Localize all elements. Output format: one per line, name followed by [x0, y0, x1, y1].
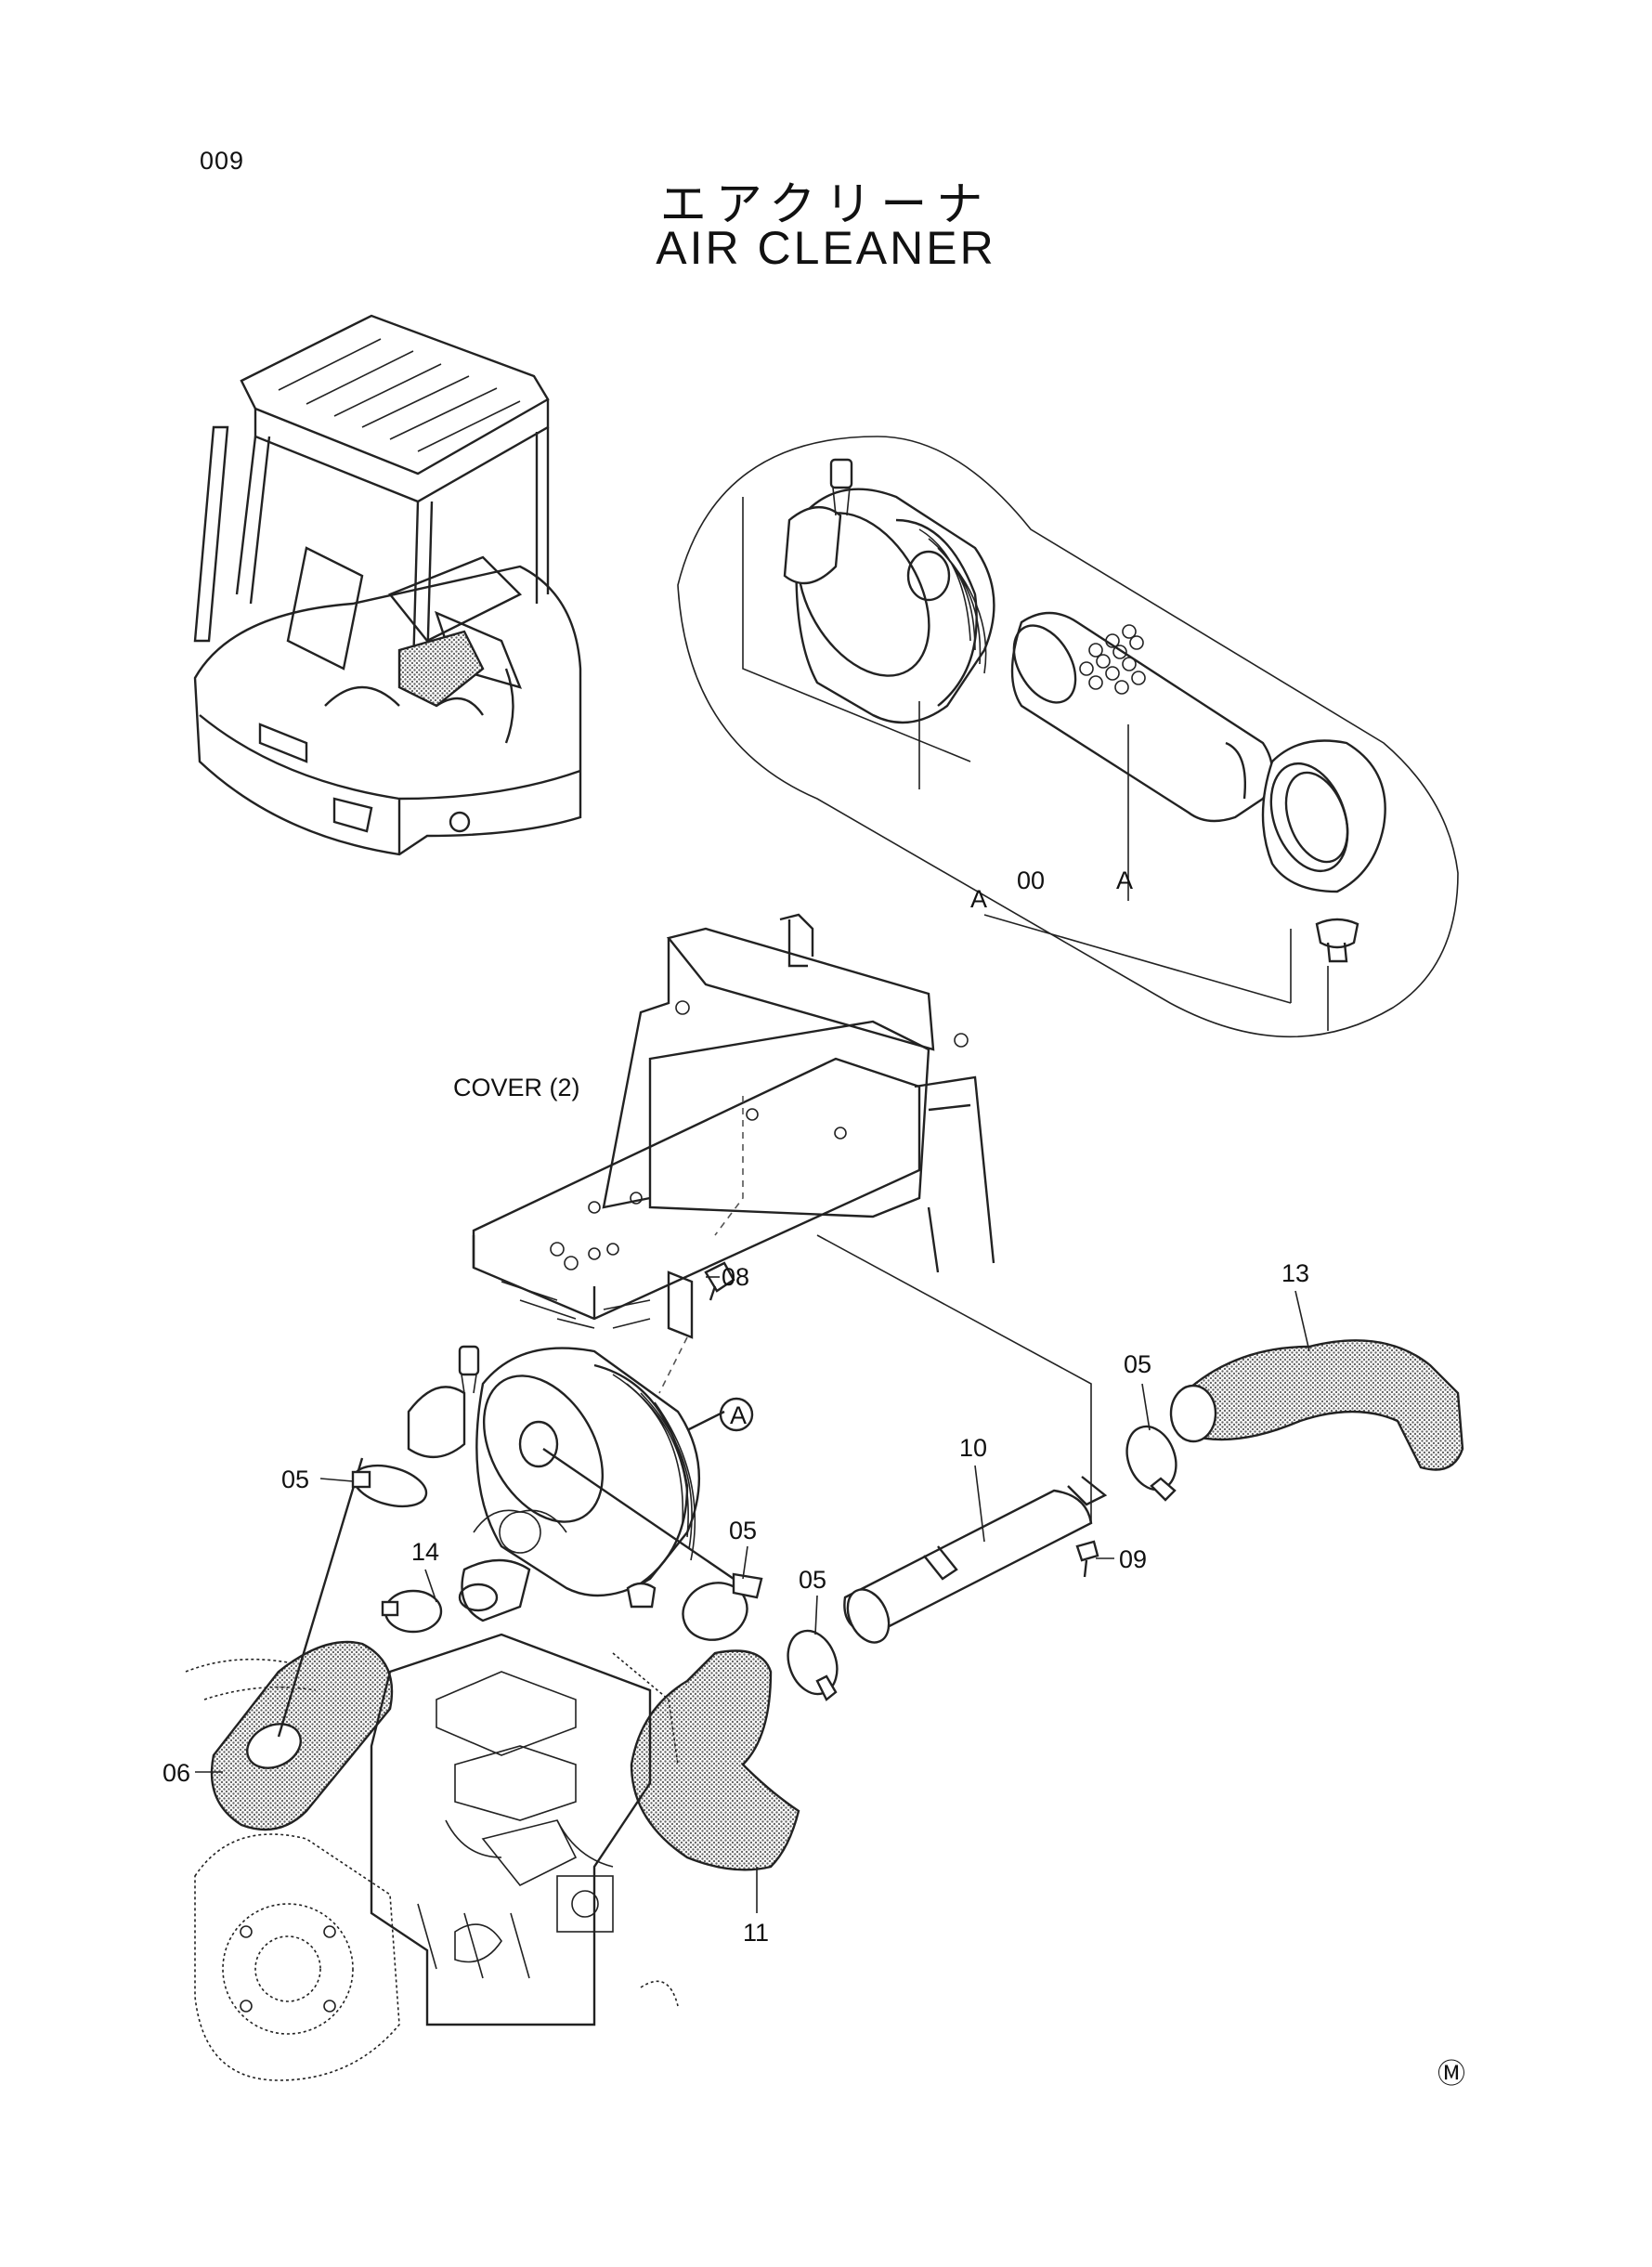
- callout-05-right-label: 05: [1124, 1350, 1151, 1378]
- callout-a-right-label: A: [1116, 866, 1133, 894]
- callout-08-label: 08: [722, 1263, 749, 1291]
- page-mark: Ⓜ: [1437, 2058, 1465, 2091]
- intake-hoses-illustration: [210, 1261, 1464, 1871]
- callout-05-center-label: 05: [729, 1517, 757, 1544]
- page-title-japanese: エアクリーナ: [659, 177, 993, 231]
- detail-a-marker-label: A: [730, 1401, 747, 1429]
- callout-14-label: 14: [411, 1538, 439, 1566]
- callout-09-label: 09: [1119, 1545, 1147, 1573]
- excavator-overview-illustration: [193, 314, 582, 856]
- callout-labels: 00 A A COVER (2) 08 13 05 10 09 05 14 05…: [163, 866, 1310, 1947]
- detail-a-exploded-view: [677, 436, 1459, 1038]
- detail-a-reference-marker: A: [686, 1397, 754, 1432]
- engine-illustration: [185, 1509, 679, 2081]
- callout-05-lower-label: 05: [799, 1566, 826, 1594]
- callout-11-label: 11: [743, 1919, 769, 1947]
- cover-label: COVER (2): [453, 1074, 580, 1101]
- page-number: 009: [200, 147, 245, 175]
- callout-00-label: 00: [1017, 866, 1045, 894]
- air-cleaner-assembly-illustration: [407, 1345, 735, 1609]
- callout-10-label: 10: [959, 1434, 987, 1462]
- callout-13-label: 13: [1281, 1259, 1309, 1287]
- mounting-cover-illustration: [472, 913, 1092, 1523]
- callout-05-left-label: 05: [281, 1466, 309, 1493]
- callout-06-label: 06: [163, 1759, 190, 1787]
- callout-a-left-label: A: [970, 885, 987, 913]
- page-title: AIR CLEANER: [656, 222, 996, 274]
